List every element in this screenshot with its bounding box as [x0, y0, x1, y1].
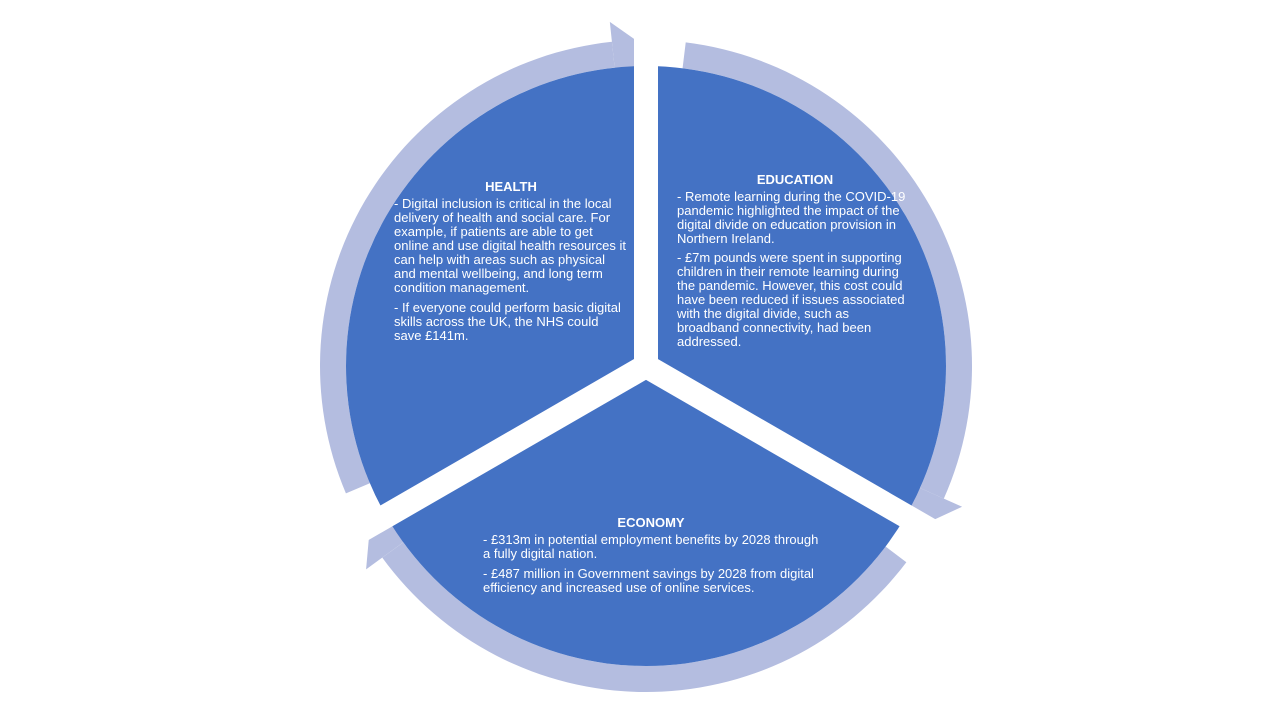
economy-cycle-arrow-band — [382, 542, 907, 693]
education-point-2: - £7m pounds were spent in supporting ch… — [677, 250, 905, 349]
health-cycle-arrow-band — [320, 41, 615, 494]
economy-point-1: - £313m in potential employment benefits… — [483, 532, 819, 561]
education-cycle-arrow-band — [682, 42, 973, 499]
economy-title: ECONOMY — [617, 515, 685, 530]
health-text-box: HEALTH - Digital inclusion is critical i… — [394, 180, 628, 349]
education-point-1: - Remote learning during the COVID-19 pa… — [677, 189, 906, 246]
education-text-box: EDUCATION - Remote learning during the C… — [677, 173, 913, 354]
economy-text-box: ECONOMY - £313m in potential employment … — [483, 516, 819, 601]
health-point-1: - Digital inclusion is critical in the l… — [394, 196, 626, 295]
education-title: EDUCATION — [756, 172, 834, 187]
health-point-2: - If everyone could perform basic digita… — [394, 300, 621, 343]
segment-divider — [640, 355, 969, 560]
segment-divider — [323, 355, 652, 560]
health-title: HEALTH — [485, 179, 537, 194]
economy-point-2: - £487 million in Government savings by … — [483, 566, 814, 595]
cycle-segments — [323, 0, 969, 667]
